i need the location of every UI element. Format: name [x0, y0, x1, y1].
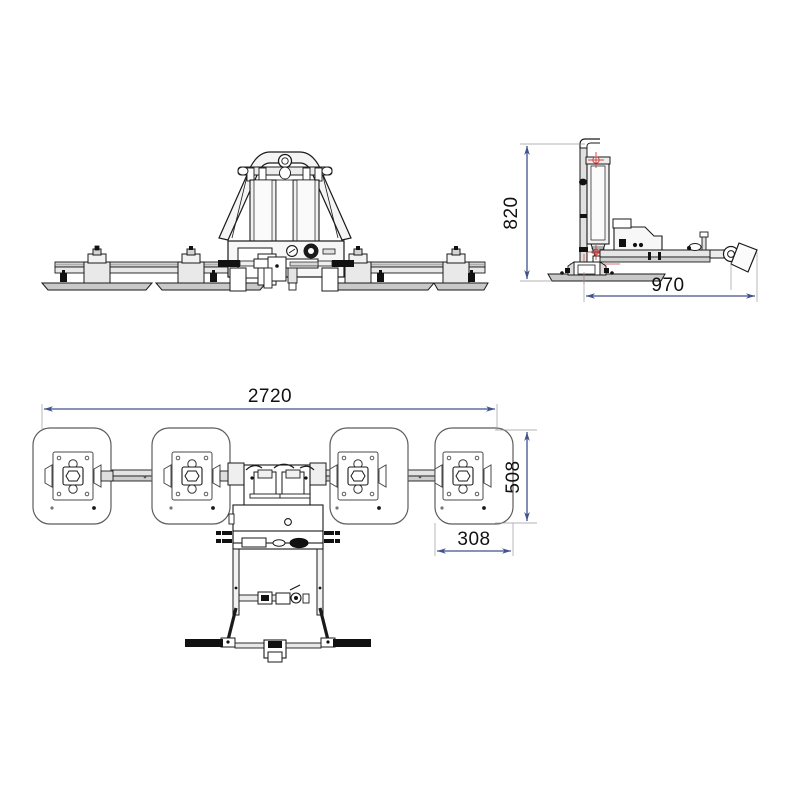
side-boom-arm [599, 249, 711, 263]
side-elevation-view [547, 138, 758, 290]
dimension-508-label: 508 [503, 460, 524, 493]
front-lift-cylinders [249, 179, 320, 243]
dimension-308-label: 308 [457, 529, 490, 550]
front-elevation-view [40, 151, 489, 292]
plan-handle-frame [185, 548, 371, 663]
side-base-plate [547, 273, 666, 282]
plan-suction-pad-2 [151, 427, 233, 525]
dimension-reach-970: 970 [583, 252, 758, 302]
plan-suction-pad-3 [329, 427, 409, 525]
front-suction-pad-1 [40, 245, 154, 291]
dimension-820-label: 820 [501, 196, 522, 229]
front-suction-pad-3 [322, 246, 436, 291]
plan-pump-unit [216, 462, 340, 550]
dimension-2720-label: 2720 [248, 386, 292, 407]
front-center-linkage [218, 256, 354, 292]
front-suction-pad-4 [433, 246, 489, 291]
dimension-pad-height-508: 508 [495, 429, 537, 524]
dimension-height-820: 820 [501, 143, 585, 282]
side-pad-mount [560, 261, 614, 276]
side-pump-housing [612, 218, 663, 251]
dimension-pad-width-308: 308 [434, 523, 514, 556]
side-arm-fittings [687, 231, 709, 251]
plan-suction-pad-4 [434, 427, 514, 525]
front-top-crossbar [237, 166, 333, 182]
plan-view [32, 427, 514, 663]
dimension-970-label: 970 [651, 275, 684, 296]
side-end-pad [709, 242, 758, 290]
side-lift-cylinder [585, 156, 611, 263]
plan-suction-pad-1 [32, 427, 114, 525]
dimension-width-2720: 2720 [41, 386, 498, 430]
